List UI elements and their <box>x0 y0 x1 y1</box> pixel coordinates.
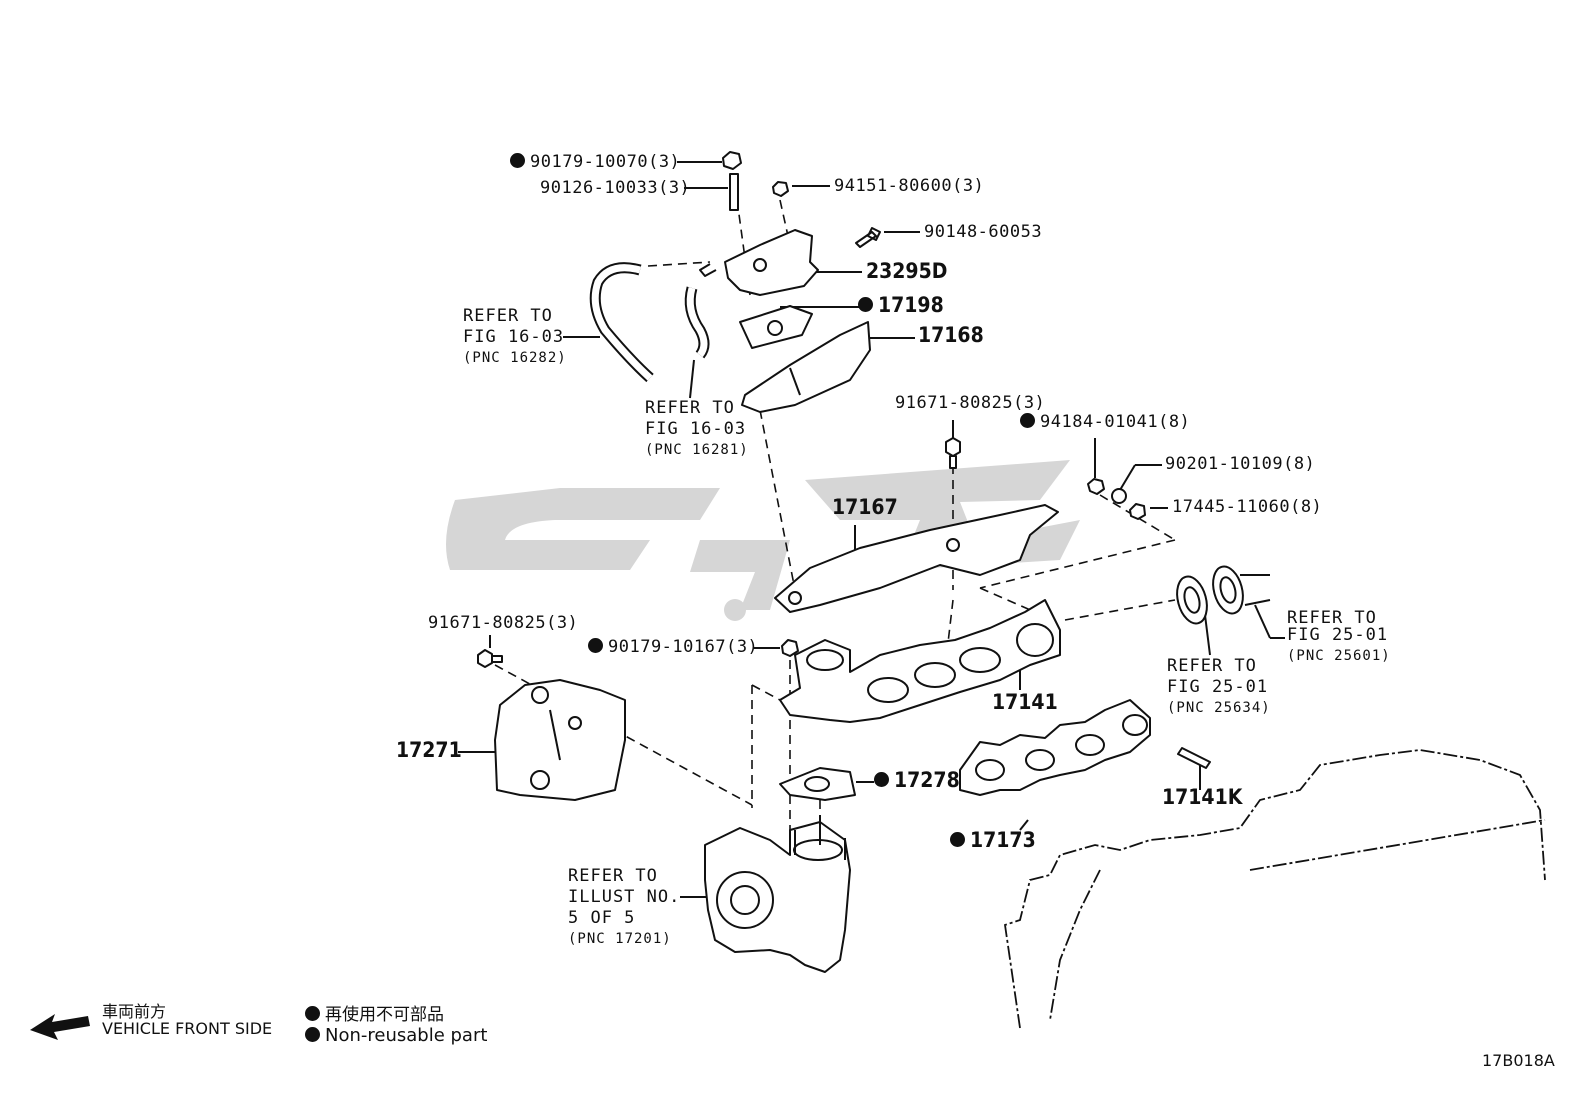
label-90201-10109: 90201-10109(8) <box>1165 454 1316 474</box>
bolt-90148-60053 <box>855 227 881 248</box>
refer-note-16281: REFER TO FIG 16-03 (PNC 16281) <box>645 398 749 458</box>
parts-drawing <box>477 151 1271 973</box>
insulator-17271 <box>494 679 626 801</box>
label-90179-10167: 90179-10167(3) <box>588 637 758 657</box>
label-90148-60053: 90148-60053 <box>924 222 1043 242</box>
insulator-17168 <box>741 321 871 413</box>
legend-front-en: VEHICLE FRONT SIDE <box>102 1019 273 1038</box>
non-reusable-dot-icon <box>874 771 889 787</box>
stud-17141K <box>1177 747 1211 769</box>
non-reusable-dot-icon <box>1020 412 1035 428</box>
non-reusable-dot-icon <box>858 296 873 312</box>
legend-front-jp: 車両前方 <box>102 1002 167 1021</box>
label-17141K: 17141K <box>1162 785 1243 809</box>
non-reusable-dot-icon <box>950 831 965 847</box>
stud-90126-10033 <box>729 173 739 211</box>
label-91671-80825-left: 91671-80825(3) <box>428 613 579 633</box>
legend-nonreuse-en: Non-reusable part <box>305 1025 487 1046</box>
non-reusable-dot-icon <box>510 152 525 168</box>
nut-90179-10070 <box>722 151 742 170</box>
refer-note-25634: REFER TO FIG 25-01 (PNC 25634) <box>1167 656 1271 716</box>
legend-nonreuse-jp: 再使用不可部品 <box>305 1000 444 1025</box>
label-17168: 17168 <box>918 323 984 347</box>
label-90179-10070: 90179-10070(3) <box>510 152 680 172</box>
gasket-17173 <box>959 699 1151 796</box>
label-90126-10033: 90126-10033(3) <box>540 178 691 198</box>
label-91671-80825-top: 91671-80825(3) <box>895 393 1046 413</box>
label-17445-11060: 17445-11060(8) <box>1172 497 1323 517</box>
label-17271: 17271 <box>396 738 462 762</box>
nut-17445 <box>1129 503 1146 520</box>
refer-note-17201: REFER TO ILLUST NO. 5 OF 5 (PNC 17201) <box>568 866 681 947</box>
nut-94151-80600 <box>772 181 789 197</box>
washer-90201 <box>1111 488 1127 504</box>
non-reusable-dot-icon <box>305 1005 320 1021</box>
nut-90179-10167 <box>781 639 799 657</box>
label-17167: 17167 <box>832 495 898 519</box>
label-17278: 17278 <box>874 770 960 791</box>
non-reusable-dot-icon <box>588 637 603 653</box>
label-17141: 17141 <box>992 690 1058 714</box>
label-17198: 17198 <box>858 295 944 316</box>
engine-block-outline <box>1004 749 1546 1029</box>
label-23295D: 23295D <box>866 259 948 283</box>
figure-id: 17B018A <box>1482 1051 1555 1070</box>
refer-note-25601: REFER TO FIG 25-01 (PNC 25601) <box>1287 608 1391 664</box>
nut-94184 <box>1087 478 1105 495</box>
egr-valve-23295D <box>724 229 819 296</box>
label-94184-01041: 94184-01041(8) <box>1020 412 1190 432</box>
label-94151-80600: 94151-80600(3) <box>834 176 985 196</box>
bolt-91671-top <box>945 437 961 457</box>
non-reusable-dot-icon <box>305 1026 320 1042</box>
insulator-17167 <box>774 504 1059 613</box>
refer-note-16282: REFER TO FIG 16-03 (PNC 16282) <box>463 306 567 366</box>
bolt-91671-left <box>477 649 493 668</box>
manifold-17141 <box>779 599 1061 723</box>
front-arrow-icon <box>30 1014 90 1040</box>
label-17173: 17173 <box>950 830 1036 851</box>
